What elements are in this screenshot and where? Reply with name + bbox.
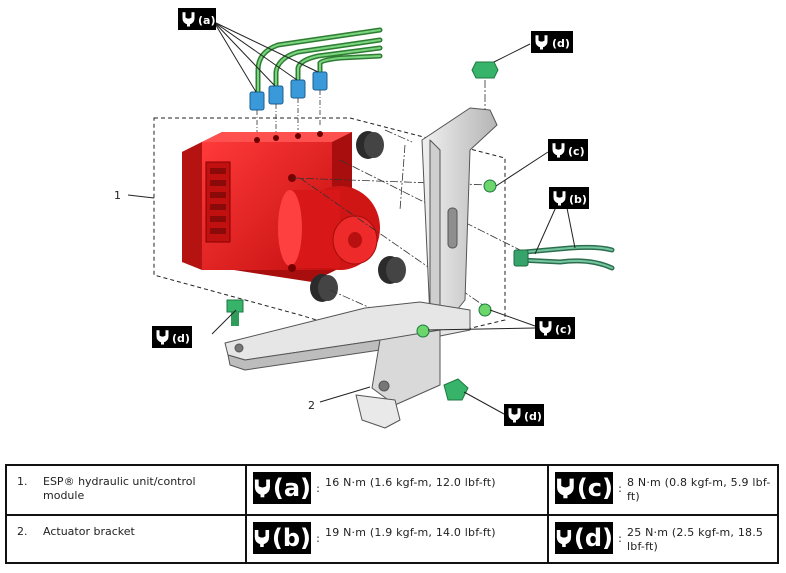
esp-hydraulic-unit: [182, 131, 380, 282]
assembly-outline: [153, 117, 506, 346]
brake-pipes-b: [513, 244, 615, 271]
parts-diagram: (a) (d) (c) (b) (c) (d) (d) 1 2: [114, 8, 615, 429]
wrench-icon: [555, 476, 576, 500]
callout-b: (b): [549, 187, 589, 209]
legend-item-label: Actuator bracket: [43, 525, 135, 539]
torque-badge-b: (b): [253, 522, 311, 555]
rubber-mounts: [310, 131, 406, 302]
svg-text:(a): (a): [198, 14, 216, 27]
legend-table: 1. ESP® hydraulic unit/control module (a…: [5, 463, 779, 564]
torque-value: 16 N·m (1.6 kgf-m, 12.0 lbf-ft): [325, 476, 496, 489]
flare-nuts: [249, 71, 328, 138]
wrench-icon: [253, 476, 272, 500]
legend-item-1: 1. ESP® hydraulic unit/control module: [5, 463, 247, 517]
torque-value: 8 N·m (0.8 kgf-m, 5.9 lbf-ft): [627, 476, 771, 503]
torque-b: (b) : 19 N·m (1.9 kgf-m, 14.0 lbf-ft): [245, 514, 549, 564]
torque-c: (c) : 8 N·m (0.8 kgf-m, 5.9 lbf-ft): [547, 463, 779, 517]
torque-value: 19 N·m (1.9 kgf-m, 14.0 lbf-ft): [325, 526, 496, 540]
legend-item-number: 1.: [17, 475, 28, 488]
actuator-bracket: [224, 107, 498, 429]
legend-item-number: 2.: [17, 525, 28, 539]
brake-pipes-top: [255, 27, 383, 98]
item-number-1: 1: [114, 189, 121, 202]
torque-d: (d) : 25 N·m (2.5 kgf-m, 18.5 lbf-ft): [547, 514, 779, 564]
leaders-a: [213, 21, 319, 93]
item-number-2: 2: [308, 399, 315, 412]
legend-item-2: 2. Actuator bracket: [5, 514, 247, 564]
torque-value: 25 N·m (2.5 kgf-m, 18.5 lbf-ft): [627, 526, 764, 554]
torque-badge-a: (a): [253, 472, 311, 504]
callout-c-lower: (c): [535, 317, 575, 339]
svg-text:(d): (d): [524, 410, 542, 423]
svg-text:(d): (d): [552, 37, 570, 50]
callout-d-top: (d): [531, 31, 573, 53]
callout-c-right: (c): [548, 139, 588, 161]
fasteners-green: [226, 61, 499, 401]
wrench-icon: [555, 526, 573, 550]
torque-badge-c: (c): [555, 472, 613, 504]
svg-text:(d): (d): [172, 332, 190, 345]
svg-text:(c): (c): [568, 145, 585, 158]
svg-text:(b): (b): [569, 193, 587, 206]
callout-a: (a): [178, 8, 216, 30]
svg-text:(c): (c): [555, 323, 572, 336]
callout-d-bottom: (d): [504, 404, 544, 426]
legend-item-label: ESP® hydraulic unit/control module: [43, 475, 196, 502]
wrench-icon: [253, 526, 271, 550]
torque-badge-d: (d): [555, 522, 613, 555]
torque-a: (a) : 16 N·m (1.6 kgf-m, 12.0 lbf-ft): [245, 463, 549, 517]
callout-d-left: (d): [152, 326, 192, 348]
